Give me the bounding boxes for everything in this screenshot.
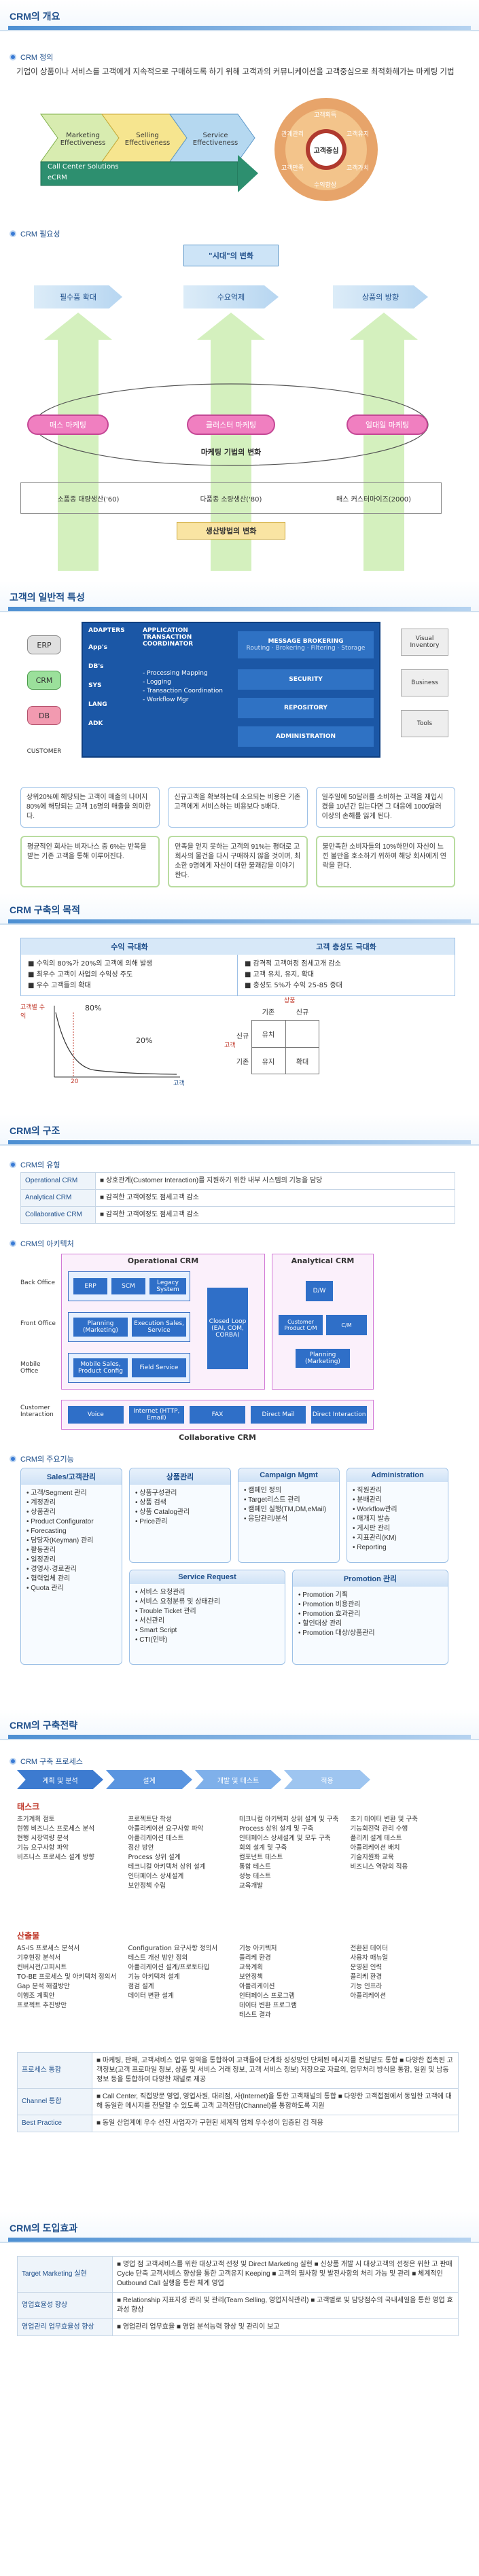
bullet-icon <box>10 54 16 60</box>
section-title: CRM의 구축전략 <box>10 1720 78 1731</box>
step-3: 개발 및 테스트 <box>195 1770 281 1789</box>
bottom-1: 소품종 대량생산('60) <box>57 495 120 504</box>
chevron-marketing: Marketing Effectiveness <box>60 132 106 147</box>
module-card: Administration • 직원관리 • 분배관리 • Workflow관… <box>347 1468 448 1563</box>
bullet-icon <box>10 1240 16 1247</box>
feature-card: 평균적인 회사는 비자나스 중 6%는 반복을 받는 기존 고객을 통해 이루어… <box>20 836 160 887</box>
section-title: CRM의 도입효과 <box>10 2223 78 2234</box>
subheading-definition: CRM 정의 <box>10 52 469 63</box>
section-header-strategy: CRM의 구축전략 <box>0 1709 479 1740</box>
section-title: CRM의 구조 <box>10 1125 60 1136</box>
subheading-need: CRM 필요성 <box>10 228 469 239</box>
section-header-purpose: CRM 구축의 목적 <box>0 894 479 925</box>
section-header-structure: CRM의 구조 <box>0 1114 479 1146</box>
feature-card: 만족을 얻지 못하는 고객의 91%는 평대로 고 회사의 물건을 다시 구매하… <box>168 836 308 887</box>
bullet-icon <box>10 1455 16 1462</box>
feature-card: 일주일에 50달러를 소비하는 고객을 재입시켰을 10년간 입는다면 그 대응… <box>315 787 455 828</box>
node-business: Business <box>401 669 448 696</box>
oval-2: 클러스터 마케팅 <box>187 414 275 435</box>
module-card: 상품관리 • 상품구성관리 • 상품 검색 • 상품 Catalog관리 • P… <box>129 1468 231 1563</box>
module-card: Service Request • 서비스 요청관리 • 서비스 요청분류 및 … <box>129 1570 285 1665</box>
top-arrow-2: 수요억제 <box>183 285 279 308</box>
oval-1: 매스 마케팅 <box>27 414 109 435</box>
feature-card: 상위20%에 해당되는 고객이 매출의 나머지 80%에 해당되는 고객 16명… <box>20 787 160 828</box>
step-4: 적용 <box>284 1770 370 1789</box>
customer-centric-circle: 고객중심 고객획득 고객유지 고객가치 수익향상 고객만족 관계관리 <box>272 95 380 204</box>
module-card: Sales/고객관리 • 고객/Segment 관리 • 계정관리 • 상품관리… <box>20 1468 122 1665</box>
feature-cards: 상위20%에 해당되는 고객이 매출의 나머지 80%에 해당되는 고객 16명… <box>20 787 455 887</box>
bullet-icon <box>10 230 16 237</box>
chevron-selling: Selling Effectiveness <box>124 132 171 147</box>
bullet-icon <box>10 1161 16 1168</box>
module-card: Campaign Mgmt • 캠페인 정의 • Target리스트 관리 • … <box>238 1468 340 1563</box>
section-header-effects: CRM의 도입효과 <box>0 2212 479 2243</box>
step-1: 계획 및 분석 <box>17 1770 103 1789</box>
section-title: CRM 구축의 목적 <box>10 904 81 915</box>
node-crm: CRM <box>27 671 61 690</box>
effects-table: Target Marketing 실현■ 명업 점 고객서비스를 위한 대상고객… <box>17 2256 459 2336</box>
modules-grid: Sales/고객관리 • 고객/Segment 관리 • 계정관리 • 상품관리… <box>20 1468 455 1692</box>
node-db: DB <box>27 706 61 725</box>
section-header-overview: CRM의 개요 <box>0 0 479 31</box>
flow-label: 마케팅 기법의 변화 <box>200 448 262 457</box>
bottom-3: 매스 커스터마이즈(2000) <box>336 495 412 504</box>
node-erp: ERP <box>27 635 61 654</box>
bullet-icon <box>10 1758 16 1765</box>
definition-text: 기업이 상품이나 서비스를 고객에게 지속적으로 구매하도록 하기 위해 고객과… <box>16 68 455 76</box>
section-title: 고객의 일반적 특성 <box>10 592 85 603</box>
oval-3: 일대일 마케팅 <box>347 414 428 435</box>
section-header-features: 고객의 일반적 특성 <box>0 581 479 612</box>
effectiveness-diagram: Marketing Effectiveness Selling Effectiv… <box>34 101 258 196</box>
types-table: Operational CRM■ 상호관계(Customer Interacti… <box>20 1172 455 1224</box>
need-diagram: "시대"의 변화 필수품 확대 수요억제 상품의 방향 매스 마케팅 클러스터 … <box>20 245 442 625</box>
chevron-service: Service Effectiveness <box>192 132 238 147</box>
circle-center: 고객중심 <box>313 147 339 155</box>
bottom-2: 다품종 소량생산('80) <box>200 495 262 504</box>
era-label: "시대"의 변화 <box>183 245 279 266</box>
process-steps: 계획 및 분석 설계 개발 및 테스트 적용 <box>17 1770 370 1790</box>
feature-card: 신규고객을 확보하는데 소요되는 비용은 기존 고객에게 서비스하는 비용보다 … <box>168 787 308 828</box>
feature-card: 불만족한 소비자들의 10%하만이 자신이 느낀 불만을 호소하기 위하여 해당… <box>315 836 455 887</box>
pareto-graph: 고객별 수익 80% 20% 20 고객 <box>20 1004 185 1087</box>
matrix: 상품 기존 신규 고객 신규 기존 유치 유지 확대 <box>224 995 333 1084</box>
node-customer: CUSTOMER <box>26 748 62 755</box>
subheading-types: CRM의 유형 <box>10 1159 469 1170</box>
prod-label: 생산방법의 변화 <box>177 522 285 540</box>
subheading-modules: CRM의 주요기능 <box>10 1453 469 1464</box>
purpose-table: 수익 극대화 고객 충성도 극대화 ■ 수익의 80%가 20%의 고객에 의해… <box>20 938 455 996</box>
top-arrow-3: 상품의 방향 <box>333 285 428 308</box>
subheading-arch: CRM의 아키텍처 <box>10 1238 469 1249</box>
section-title: CRM의 개요 <box>10 11 60 22</box>
node-visual: Visual Inventory <box>401 629 448 656</box>
chevron-bottom-1: Call Center Solutions <box>48 163 119 171</box>
strategy-table: 프로세스 통합■ 마케팅, 판매, 고객서비스 업무 영역을 통합하여 고객들에… <box>17 2052 459 2132</box>
top-arrow-1: 필수품 확대 <box>34 285 122 308</box>
module-card: Promotion 관리 • Promotion 기획 • Promotion … <box>292 1570 448 1665</box>
architecture-diagram: Operational CRM Analytical CRM Back Offi… <box>20 1254 414 1444</box>
step-2: 설계 <box>106 1770 192 1789</box>
chevron-bottom-2: eCRM <box>48 174 67 181</box>
subheading-process: CRM 구축 프로세스 <box>10 1756 469 1767</box>
node-tools: Tools <box>401 710 448 737</box>
